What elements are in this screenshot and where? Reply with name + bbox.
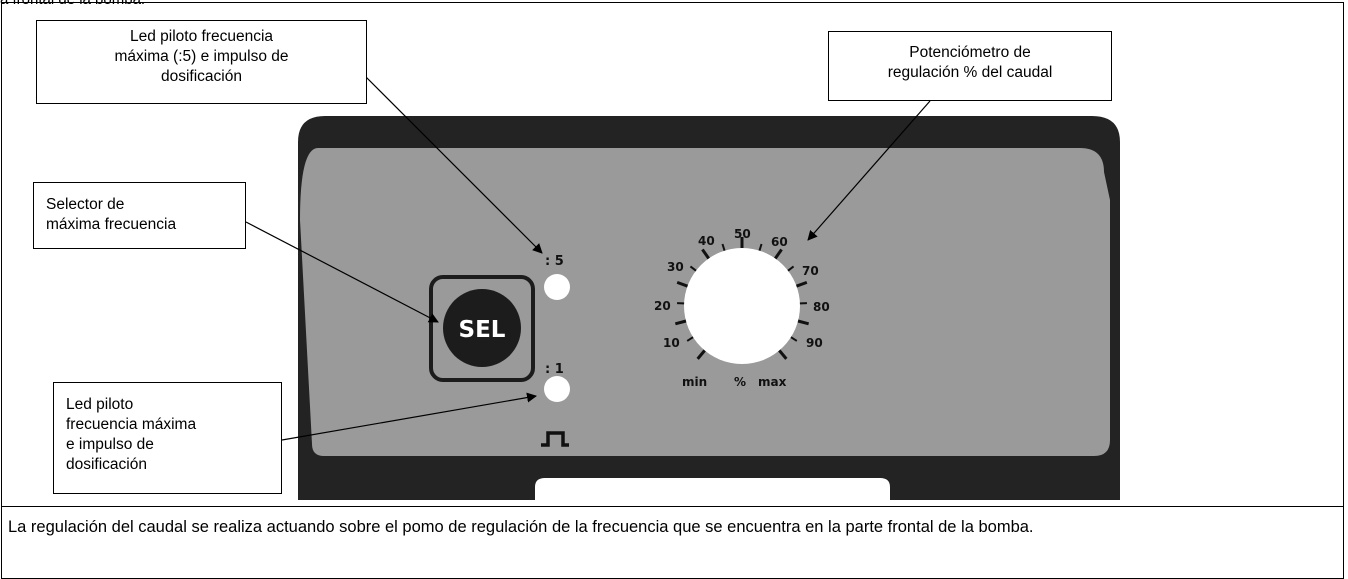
dial-tick [674, 319, 689, 326]
callout-selector: Selector de máxima frecuencia [33, 182, 246, 249]
header-fragment: a frontal de la bomba: [0, 0, 145, 8]
dial-label-20: 20 [654, 299, 671, 313]
dial-label-80: 80 [813, 300, 830, 314]
flow-potentiometer[interactable] [674, 237, 810, 364]
dial-tick [772, 248, 783, 261]
callout-led-bottom: Led piloto frecuencia máxima e impulso d… [53, 382, 282, 494]
led-top [544, 274, 570, 300]
dial-label-50: 50 [734, 227, 751, 241]
callout-selector-text: Selector de máxima frecuencia [46, 196, 177, 233]
callout-potentiometer-text: Potenciómetro de regulación % del caudal [887, 44, 1053, 81]
led-bottom [544, 376, 570, 402]
leader-selector [245, 221, 439, 323]
callout-led-bottom-text: Led piloto frecuencia máxima e impulso d… [66, 396, 197, 473]
dial-label-10: 10 [663, 336, 680, 350]
dial-label-40: 40 [698, 234, 715, 248]
sel-button-label: SEL [459, 317, 506, 343]
dial-tick [776, 347, 788, 360]
leader-led-top [359, 70, 543, 254]
leader-potentiometer [807, 100, 931, 241]
led-top-label: : 5 [545, 254, 564, 269]
led-bottom-label: : 1 [545, 362, 564, 377]
sel-button[interactable]: SEL [429, 275, 535, 382]
dial-label-90: 90 [806, 336, 823, 350]
dial-tick [701, 248, 712, 261]
dial-tick [676, 280, 690, 289]
diagram-frame [1, 2, 1344, 507]
dial-label-60: 60 [771, 235, 788, 249]
dial-label-30: 30 [667, 260, 684, 274]
callout-led-top: Led piloto frecuencia máxima (:5) e impu… [36, 20, 367, 104]
dial-label-70: 70 [802, 264, 819, 278]
dial-tick [795, 319, 810, 326]
dial-max-label: max [758, 375, 787, 389]
leader-led-bottom [281, 392, 537, 441]
sel-button-frame [429, 275, 535, 382]
dial-knob [684, 248, 800, 364]
dial-tick [696, 347, 708, 360]
dial-unit-label: % [734, 375, 746, 389]
dial-tick [794, 280, 808, 289]
callout-led-top-text: Led piloto frecuencia máxima (:5) e impu… [114, 28, 289, 85]
callout-potentiometer: Potenciómetro de regulación % del caudal [828, 31, 1112, 101]
sel-button-cap [443, 289, 521, 367]
pump-control-panel: SEL : 5 : 1 10 20 30 40 50 60 70 80 90 m… [245, 70, 1120, 500]
dial-scale: 10 20 30 40 50 60 70 80 90 min % max [654, 227, 830, 389]
dial-min-label: min [682, 375, 707, 389]
pulse-icon [541, 431, 569, 447]
caption-text: La regulación del caudal se realiza actu… [8, 518, 1034, 536]
